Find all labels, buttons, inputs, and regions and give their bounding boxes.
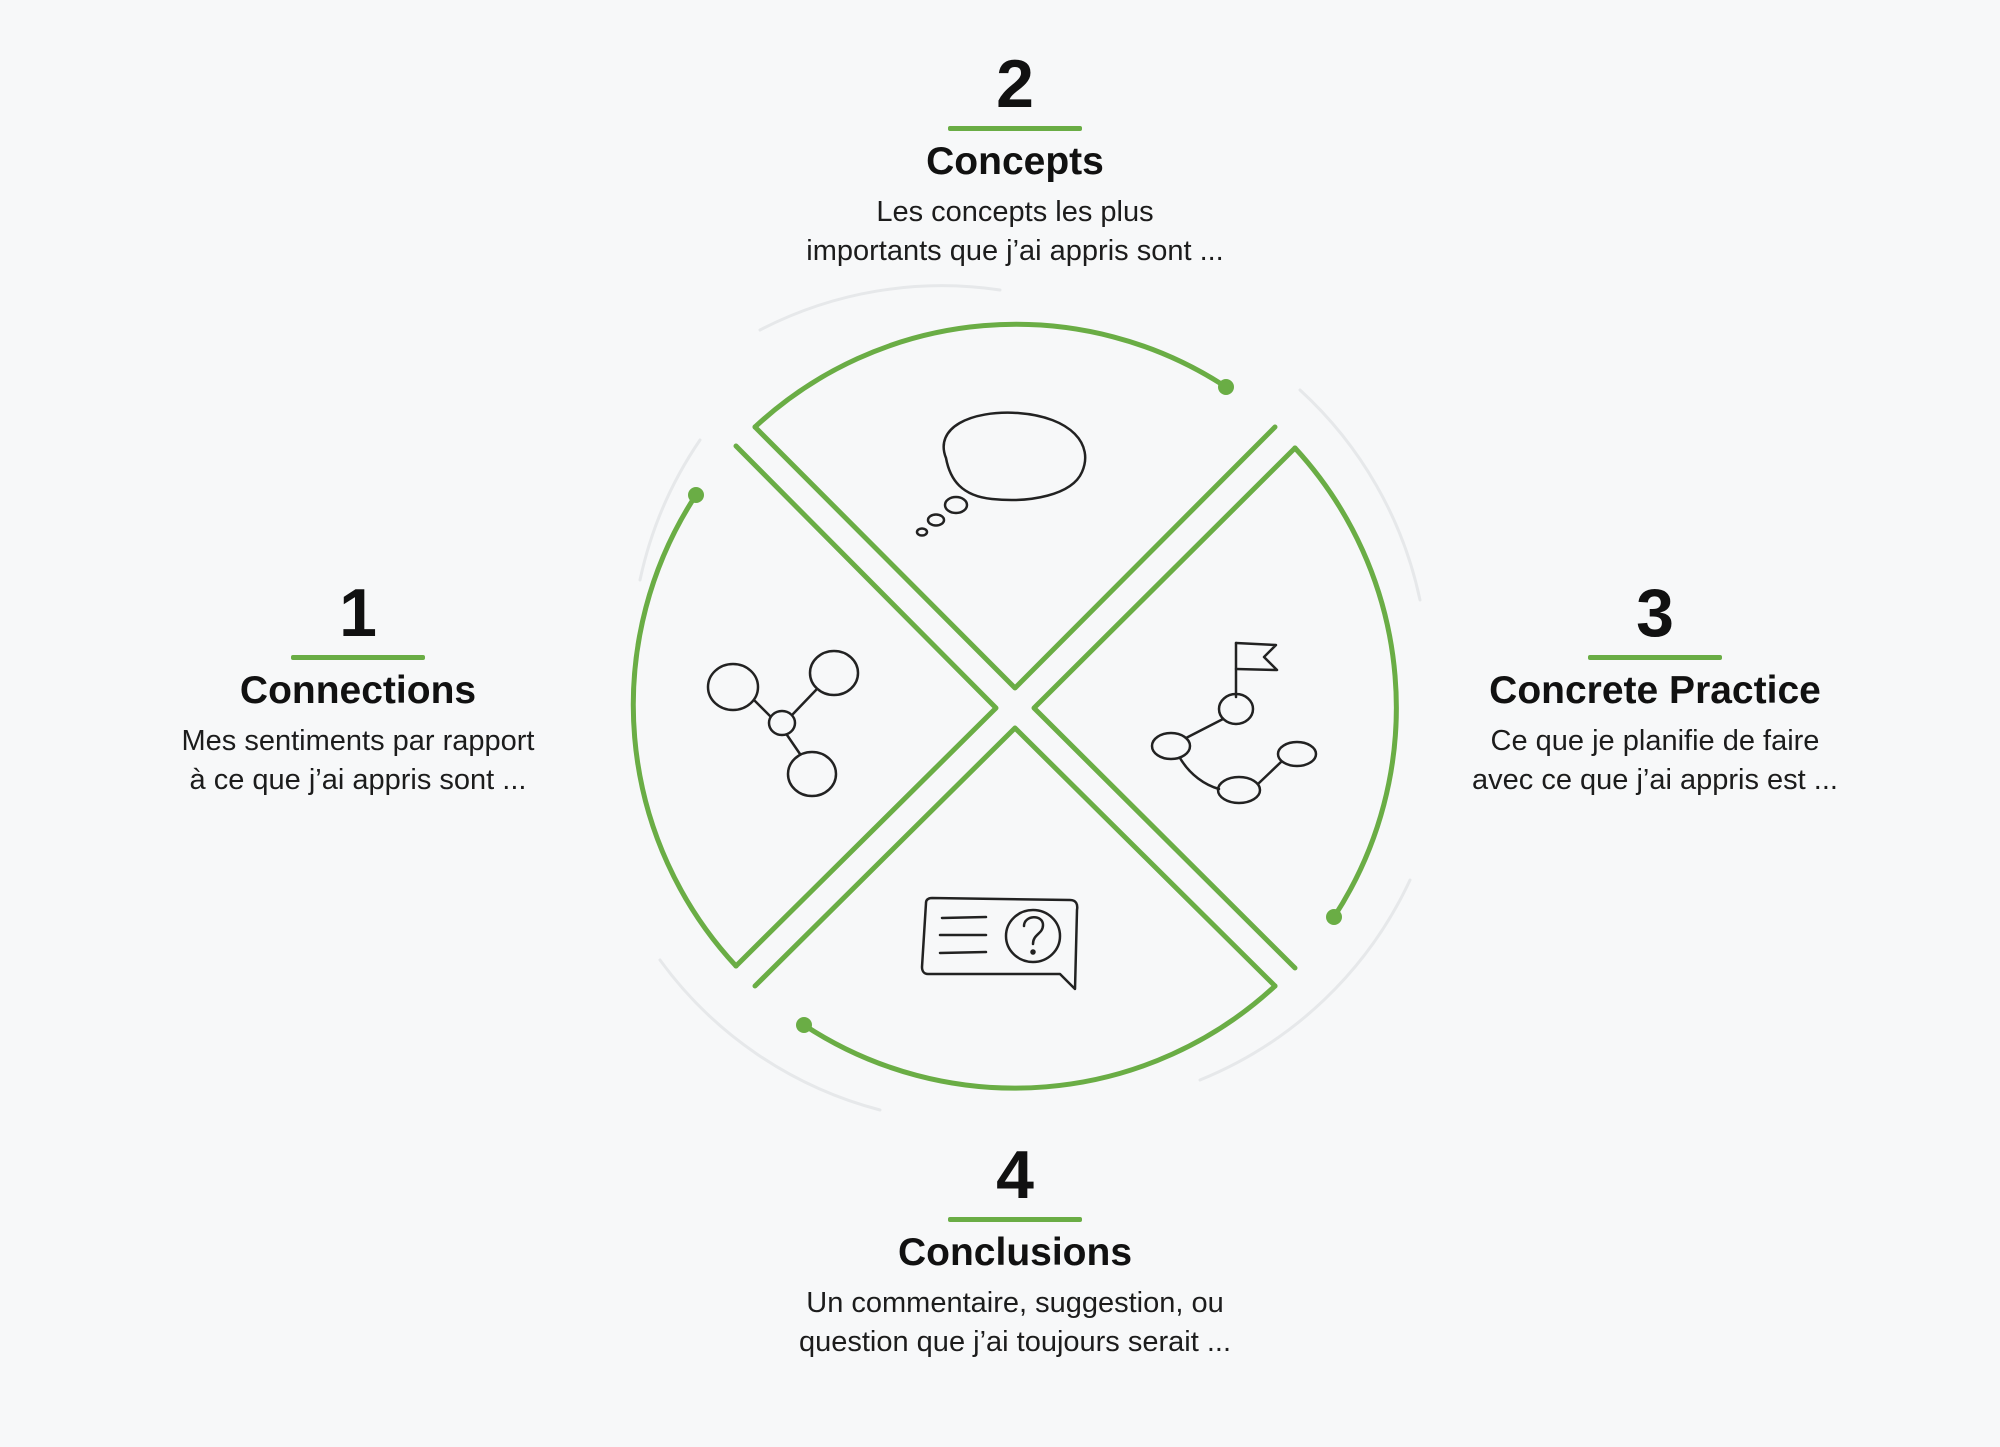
step-underline	[291, 655, 425, 660]
description-line: Ce que je planifie de faire	[1490, 725, 1820, 757]
decorative-outer-arcs	[638, 284, 1422, 1112]
step-underline	[948, 126, 1082, 131]
arc-concepts	[752, 321, 1229, 430]
separator-top-left	[752, 424, 1278, 691]
arc-end-dot-connections	[688, 487, 704, 503]
description-line: avec ce que j’ai appris est ...	[1472, 764, 1838, 796]
step-description: Les concepts les plus importants que j’a…	[735, 193, 1295, 271]
step-title: Connections	[239, 669, 477, 712]
arc-end-dot-conclusions	[796, 1017, 812, 1033]
step-concepts: 2 Concepts Les concepts les plus importa…	[735, 48, 1295, 271]
step-number: 4	[996, 1137, 1034, 1213]
step-number: 3	[1636, 575, 1674, 651]
arc-conclusions	[801, 983, 1278, 1091]
step-concrete-practice: 3 Concrete Practice Ce que je planifie d…	[1375, 577, 1935, 800]
description-line: Les concepts les plus	[876, 196, 1154, 228]
step-description: Ce que je planifie de faire avec ce que …	[1375, 722, 1935, 800]
network-nodes-icon	[706, 649, 860, 798]
step-title: Concepts	[926, 140, 1104, 183]
flag-path-icon	[1150, 641, 1318, 805]
arc-end-dot-concepts	[1218, 379, 1234, 395]
step-description: Mes sentiments par rapport à ce que j’ai…	[78, 722, 638, 800]
separator-bottom	[752, 725, 1278, 989]
arc-connections	[630, 492, 739, 969]
step-number: 1	[339, 575, 377, 651]
step-description: Un commentaire, suggestion, ou question …	[735, 1284, 1295, 1362]
thought-bubble-icon	[915, 411, 1087, 537]
separator-right	[1031, 445, 1298, 971]
description-line: à ce que j’ai appris sont ...	[189, 764, 527, 796]
separator-left	[733, 443, 999, 969]
question-card-icon	[920, 896, 1079, 991]
step-number: 2	[996, 46, 1034, 122]
step-title: Conclusions	[897, 1231, 1133, 1274]
description-line: importants que j’ai appris sont ...	[806, 235, 1224, 267]
description-line: Mes sentiments par rapport	[181, 725, 535, 757]
step-title: Concrete Practice	[1489, 669, 1821, 712]
description-line: Un commentaire, suggestion, ou	[806, 1287, 1224, 1319]
arc-end-dot-concrete-practice	[1326, 909, 1342, 925]
step-conclusions: 4 Conclusions Un commentaire, suggestion…	[735, 1139, 1295, 1362]
description-line: question que j’ai toujours serait ...	[798, 1326, 1232, 1358]
step-underline	[948, 1217, 1082, 1222]
step-underline	[1588, 655, 1722, 660]
arc-concrete-practice	[1292, 445, 1399, 920]
step-connections: 1 Connections Mes sentiments par rapport…	[78, 577, 638, 800]
